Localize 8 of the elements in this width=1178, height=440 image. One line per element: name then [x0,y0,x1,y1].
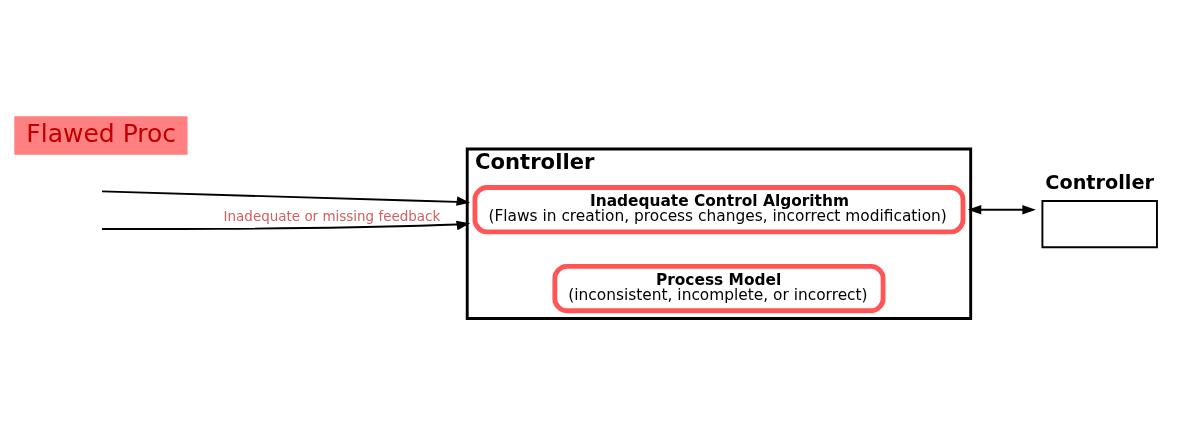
node-box [1041,199,1158,248]
node-box: Inadequate Control Algorithm (Flaws in creation, process changes, incorrect modification) [472,184,966,234]
node-box: Process Model (inconsistent, incomplete, or incorrect) [552,263,886,313]
edge-label: Inadequate or missing feedback [223,207,441,224]
arrow [101,189,471,206]
arrow [101,220,471,230]
arrow [967,204,1036,214]
node-label: Controller [1045,170,1155,194]
